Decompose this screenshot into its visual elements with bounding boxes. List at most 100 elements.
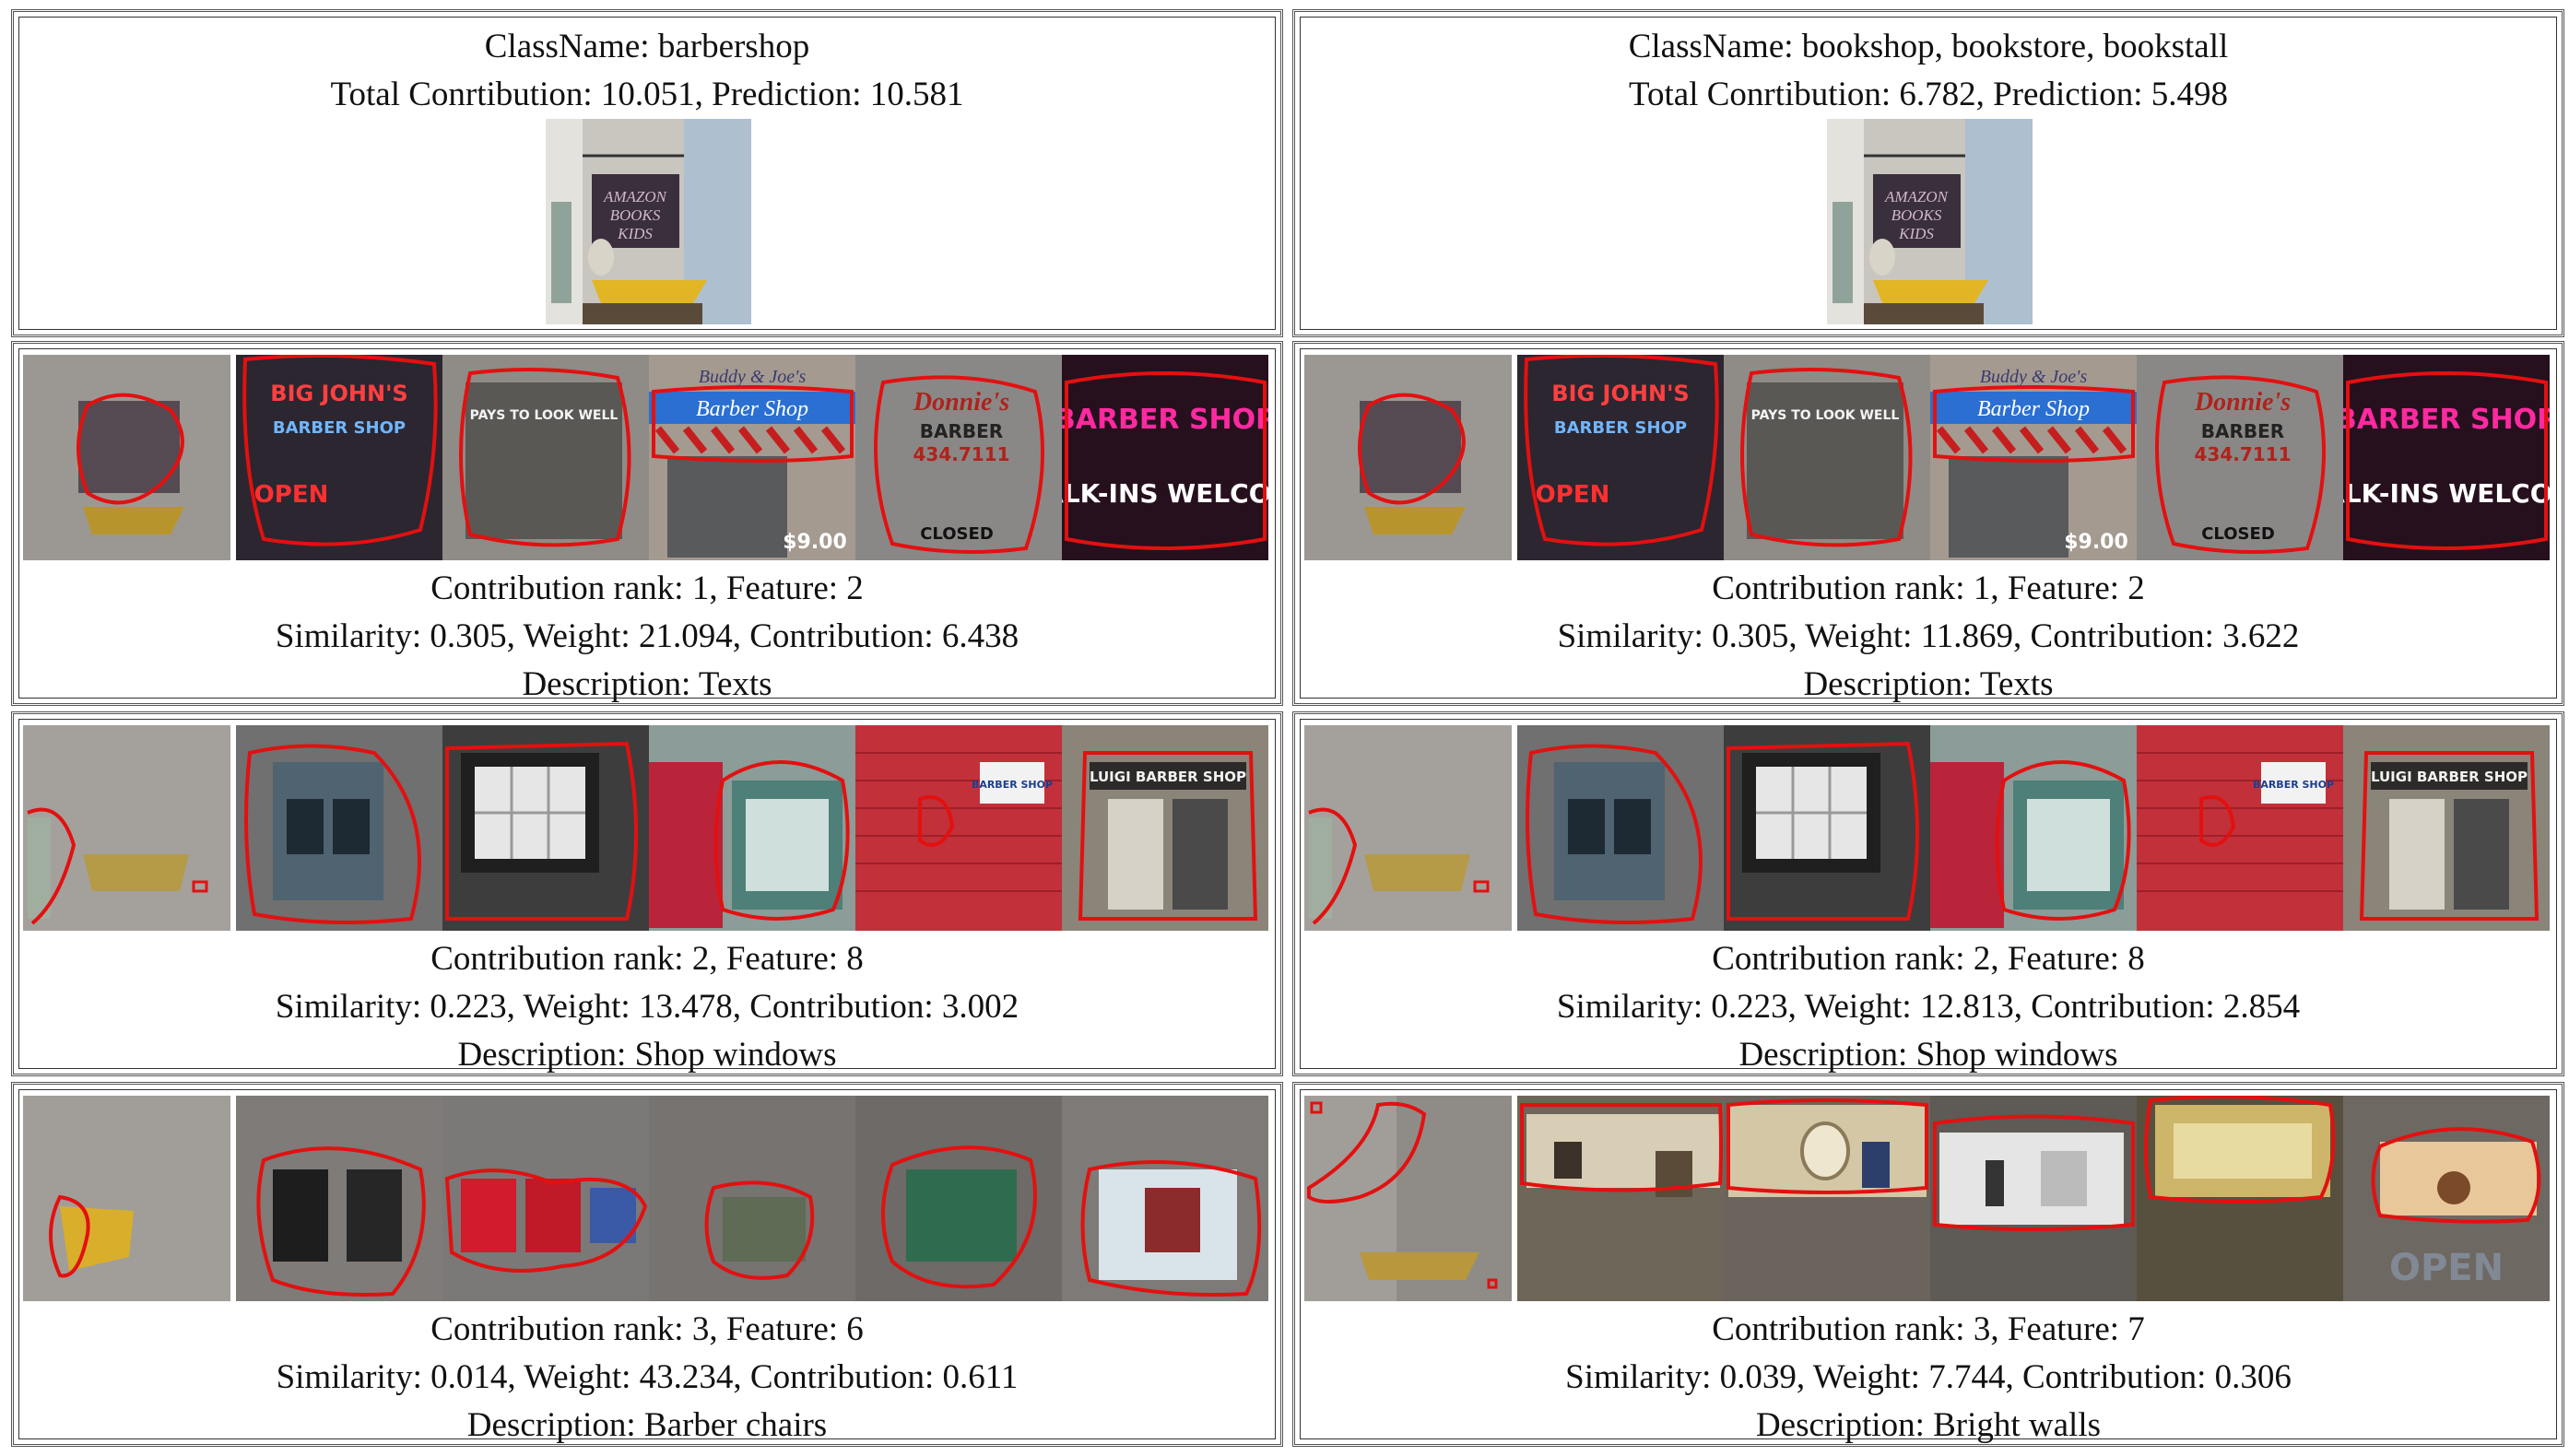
svg-text:Buddy & Joe's: Buddy & Joe's bbox=[699, 367, 807, 387]
example-thumb bbox=[442, 725, 649, 931]
example-thumb bbox=[1517, 1096, 1724, 1301]
example-thumb bbox=[649, 1096, 855, 1301]
example-thumb: BIG JOHN'S BARBER SHOP OPEN bbox=[1517, 355, 1724, 560]
svg-text:CLOSED: CLOSED bbox=[920, 524, 994, 544]
row-text: Contribution rank: 3, Feature: 7 Similar… bbox=[1295, 1306, 2562, 1450]
svg-text:KIDS: KIDS bbox=[617, 225, 653, 242]
example-thumb bbox=[1724, 1096, 1930, 1301]
example-thumb: BARBER SHOP bbox=[2137, 725, 2343, 931]
query-thumb bbox=[1304, 355, 1512, 560]
header-cell-right: ClassName: bookshop, bookstore, bookstal… bbox=[1292, 9, 2564, 337]
example-thumb: Buddy & Joe's Barber Shop $9.00 bbox=[1930, 355, 2137, 560]
svg-text:BARBER SHOP: BARBER SHOP bbox=[273, 418, 406, 438]
description-label: Description: Shop windows bbox=[1738, 1036, 2118, 1074]
row-text: Contribution rank: 1, Feature: 2 Similar… bbox=[14, 565, 1280, 709]
svg-text:OPEN: OPEN bbox=[254, 481, 329, 509]
svg-text:WALK-INS WELCOME: WALK-INS WELCOME bbox=[1062, 478, 1268, 509]
feature-row-3-left: Contribution rank: 3, Feature: 6 Similar… bbox=[11, 1082, 1283, 1447]
svg-text:BARBER: BARBER bbox=[920, 420, 1003, 442]
example-thumb bbox=[649, 725, 855, 931]
description-label: Description: Shop windows bbox=[457, 1036, 837, 1074]
svg-text:BOOKS: BOOKS bbox=[1891, 206, 1942, 224]
class-name-label: ClassName: barbershop bbox=[484, 28, 810, 65]
image-strip: OPEN bbox=[1304, 1096, 2558, 1301]
stats-label: Similarity: 0.305, Weight: 21.094, Contr… bbox=[275, 617, 1019, 655]
row-text: Contribution rank: 3, Feature: 6 Similar… bbox=[14, 1306, 1280, 1450]
svg-text:BARBER SHOP: BARBER SHOP bbox=[972, 779, 1053, 791]
description-label: Description: Barber chairs bbox=[466, 1406, 828, 1444]
rank-label: Contribution rank: 1, Feature: 2 bbox=[430, 569, 864, 607]
example-thumb: Buddy & Joe's Barber Shop $9.00 bbox=[649, 355, 855, 560]
example-thumb: Donnie's BARBER 434.7111 CLOSED bbox=[2137, 355, 2343, 560]
example-thumb: BARBER SHOP bbox=[855, 725, 1062, 931]
query-thumb bbox=[1304, 1096, 1512, 1301]
svg-text:BIG JOHN'S: BIG JOHN'S bbox=[1551, 381, 1689, 406]
example-thumb bbox=[1930, 1096, 2137, 1301]
svg-text:434.7111: 434.7111 bbox=[913, 443, 1009, 465]
query-thumb bbox=[1304, 725, 1512, 931]
sign-text: AMAZON bbox=[1884, 188, 1950, 205]
query-image: AMAZON BOOKS KIDS bbox=[546, 119, 751, 324]
svg-text:LUIGI BARBER SHOP: LUIGI BARBER SHOP bbox=[1090, 769, 1246, 785]
stats-label: Similarity: 0.223, Weight: 12.813, Contr… bbox=[1556, 988, 2301, 1026]
class-name-label: ClassName: bookshop, bookstore, bookstal… bbox=[1628, 28, 2229, 65]
image-strip: BARBER SHOP LUIGI BARBER SHOP bbox=[23, 725, 1277, 931]
svg-text:BARBER SHOP: BARBER SHOP bbox=[2343, 404, 2550, 436]
query-thumb bbox=[23, 355, 230, 560]
svg-text:CLOSED: CLOSED bbox=[2201, 524, 2275, 544]
image-strip: BARBER SHOP LUIGI BARBER SHOP bbox=[1304, 725, 2558, 931]
example-thumb bbox=[1517, 725, 1724, 931]
stats-label: Similarity: 0.223, Weight: 13.478, Contr… bbox=[275, 988, 1019, 1026]
feature-row-3-right: OPEN Contribution rank: 3, Feature: 7 Si… bbox=[1292, 1082, 2564, 1447]
svg-text:434.7111: 434.7111 bbox=[2194, 443, 2291, 465]
feature-row-2-left: BARBER SHOP LUIGI BARBER SHOP Contributi… bbox=[11, 711, 1283, 1076]
rank-label: Contribution rank: 2, Feature: 8 bbox=[1712, 940, 2145, 978]
example-thumb bbox=[855, 1096, 1062, 1301]
svg-text:BOOKS: BOOKS bbox=[610, 206, 661, 224]
svg-text:Barber Shop: Barber Shop bbox=[696, 397, 808, 421]
row-text: Contribution rank: 2, Feature: 8 Similar… bbox=[1295, 935, 2562, 1079]
example-thumb: LUIGI BARBER SHOP bbox=[2343, 725, 2550, 931]
feature-row-1-right: BIG JOHN'S BARBER SHOP OPEN PAYS TO LOOK… bbox=[1292, 341, 2564, 706]
example-thumb: OPEN bbox=[2343, 1096, 2550, 1301]
svg-text:BARBER SHOP: BARBER SHOP bbox=[1062, 404, 1268, 436]
svg-text:BARBER SHOP: BARBER SHOP bbox=[2253, 779, 2334, 791]
svg-text:OPEN: OPEN bbox=[1536, 481, 1610, 509]
rank-label: Contribution rank: 1, Feature: 2 bbox=[1712, 569, 2145, 607]
sign-text: AMAZON bbox=[603, 188, 668, 205]
header-cell-left: ClassName: barbershop Total Conrtibution… bbox=[11, 9, 1283, 337]
feature-row-2-right: BARBER SHOP LUIGI BARBER SHOP Contributi… bbox=[1292, 711, 2564, 1076]
svg-text:Buddy & Joe's: Buddy & Joe's bbox=[1980, 367, 2088, 387]
header-text-left: ClassName: barbershop Total Conrtibution… bbox=[14, 23, 1280, 119]
svg-text:PAYS TO LOOK WELL: PAYS TO LOOK WELL bbox=[470, 408, 619, 423]
svg-text:PAYS TO LOOK WELL: PAYS TO LOOK WELL bbox=[1751, 408, 1900, 423]
example-thumb bbox=[442, 1096, 649, 1301]
example-thumb: BARBER SHOP WALK-INS WELCOME bbox=[2343, 355, 2550, 560]
svg-text:Barber Shop: Barber Shop bbox=[1977, 397, 2090, 421]
example-thumb: BIG JOHN'S BARBER SHOP OPEN bbox=[236, 355, 442, 560]
totals-label: Total Conrtibution: 6.782, Prediction: 5… bbox=[1628, 76, 2228, 113]
svg-text:LUIGI BARBER SHOP: LUIGI BARBER SHOP bbox=[2371, 769, 2528, 785]
totals-label: Total Conrtibution: 10.051, Prediction: … bbox=[330, 76, 964, 113]
example-thumb bbox=[1724, 725, 1930, 931]
example-thumb bbox=[2137, 1096, 2343, 1301]
svg-text:BARBER: BARBER bbox=[2201, 420, 2284, 442]
header-text-right: ClassName: bookshop, bookstore, bookstal… bbox=[1295, 23, 2562, 119]
svg-text:$9.00: $9.00 bbox=[2064, 531, 2128, 554]
stats-label: Similarity: 0.305, Weight: 11.869, Contr… bbox=[1557, 617, 2300, 655]
stats-label: Similarity: 0.014, Weight: 43.234, Contr… bbox=[276, 1358, 1019, 1396]
example-thumb bbox=[1062, 1096, 1268, 1301]
feature-row-1-left: BIG JOHN'S BARBER SHOP OPEN PAYS TO LOOK… bbox=[11, 341, 1283, 706]
query-thumb bbox=[23, 1096, 230, 1301]
image-strip: BIG JOHN'S BARBER SHOP OPEN PAYS TO LOOK… bbox=[1304, 355, 2558, 560]
svg-text:BARBER SHOP: BARBER SHOP bbox=[1554, 418, 1687, 438]
row-text: Contribution rank: 2, Feature: 8 Similar… bbox=[14, 935, 1280, 1079]
query-image: AMAZON BOOKS KIDS bbox=[1827, 119, 2033, 324]
stats-label: Similarity: 0.039, Weight: 7.744, Contri… bbox=[1565, 1358, 2292, 1396]
example-thumb: PAYS TO LOOK WELL bbox=[442, 355, 649, 560]
description-label: Description: Bright walls bbox=[1755, 1406, 2102, 1444]
image-strip bbox=[23, 1096, 1277, 1301]
svg-text:$9.00: $9.00 bbox=[783, 531, 847, 554]
example-thumb bbox=[1930, 725, 2137, 931]
rank-label: Contribution rank: 3, Feature: 7 bbox=[1712, 1310, 2145, 1348]
